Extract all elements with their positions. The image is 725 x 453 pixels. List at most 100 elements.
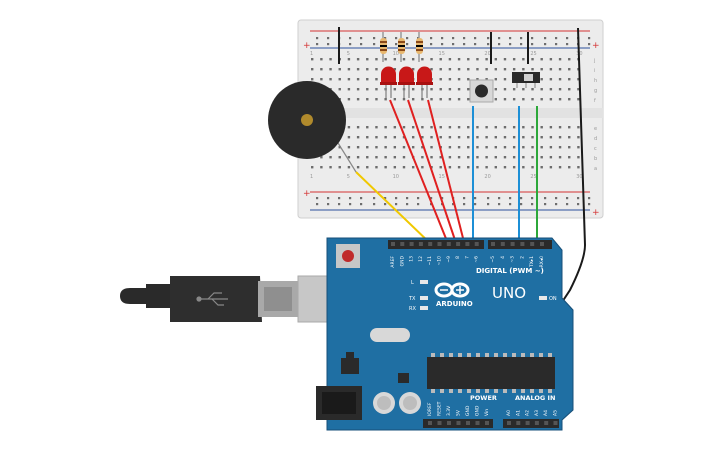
- header-pin: [485, 421, 489, 425]
- chip-pin: [530, 353, 534, 357]
- power-label: POWER: [470, 394, 497, 402]
- column-number: 20: [484, 174, 490, 180]
- terminal-hole: [485, 58, 488, 61]
- terminal-hole: [356, 156, 360, 159]
- terminal-hole: [430, 156, 433, 159]
- rail-hole: [316, 203, 319, 206]
- header-pin: [525, 421, 530, 425]
- terminal-hole: [356, 136, 360, 139]
- on-led: [539, 296, 547, 300]
- terminal-hole: [549, 156, 553, 159]
- terminal-hole: [347, 136, 351, 139]
- terminal-hole: [393, 166, 397, 169]
- rail-plus-label: +: [303, 41, 311, 51]
- terminal-hole: [522, 146, 525, 149]
- digital-header-left: [388, 240, 484, 249]
- reset-button[interactable]: [336, 244, 360, 268]
- terminal-hole: [356, 68, 360, 71]
- terminal-hole: [329, 156, 332, 159]
- terminal-hole: [494, 166, 497, 169]
- terminal-hole: [568, 136, 571, 139]
- row-letter: d: [594, 136, 597, 142]
- rail-hole: [360, 203, 363, 206]
- terminal-hole: [568, 88, 571, 91]
- terminal-hole: [411, 136, 415, 139]
- rail-hole: [487, 37, 490, 40]
- pin-label: ~10: [437, 256, 443, 266]
- terminal-hole: [540, 88, 543, 91]
- digital-label: DIGITAL (PWM ~): [476, 267, 544, 275]
- chip-pin: [485, 389, 489, 393]
- black-wire-ground-main: [477, 27, 587, 431]
- rail-hole: [406, 197, 409, 200]
- rail-hole: [384, 197, 387, 200]
- pin-label: 5V: [456, 409, 462, 416]
- terminal-hole: [366, 126, 369, 129]
- analog-label: ANALOG IN: [515, 394, 555, 402]
- red-led: [416, 66, 433, 98]
- rail-hole: [452, 43, 455, 46]
- slide-switch[interactable]: [512, 72, 540, 88]
- pin-label: ~11: [427, 256, 433, 266]
- terminal-hole: [375, 126, 378, 129]
- rail-hole: [588, 37, 591, 40]
- terminal-hole: [476, 126, 479, 129]
- yellow-wire: [355, 171, 434, 247]
- header-pin: [447, 421, 451, 425]
- row-letter: g: [594, 88, 597, 94]
- terminal-hole: [467, 98, 470, 101]
- column-number: 20: [484, 51, 490, 57]
- terminal-hole: [448, 88, 452, 91]
- terminal-hole: [485, 136, 488, 139]
- terminal-hole: [347, 58, 351, 61]
- resistor: [380, 32, 387, 62]
- terminal-hole: [568, 146, 571, 149]
- terminal-hole: [512, 58, 516, 61]
- column-number: 15: [439, 51, 445, 57]
- rail-hole: [430, 43, 433, 46]
- terminal-hole: [467, 136, 470, 139]
- terminal-hole: [522, 126, 525, 129]
- chip-pin: [521, 389, 525, 393]
- pin-label: AREF: [390, 256, 396, 268]
- column-number: 30: [576, 174, 582, 180]
- terminal-hole: [549, 88, 553, 91]
- rail-hole: [373, 197, 376, 200]
- rail-hole: [441, 197, 444, 200]
- column-number: 5: [347, 174, 350, 180]
- rail-hole: [509, 203, 512, 206]
- rail-hole: [384, 203, 387, 206]
- rail-hole: [327, 203, 330, 206]
- terminal-hole: [448, 146, 452, 149]
- terminal-hole: [393, 68, 397, 71]
- rail-hole: [327, 197, 330, 200]
- terminal-hole: [430, 136, 433, 139]
- terminal-hole: [421, 166, 424, 169]
- terminal-hole: [366, 166, 369, 169]
- terminal-hole: [338, 146, 341, 149]
- rail-hole: [338, 203, 341, 206]
- terminal-hole: [384, 156, 387, 159]
- terminal-hole: [411, 166, 415, 169]
- push-button[interactable]: [469, 79, 494, 103]
- terminal-hole: [421, 98, 424, 101]
- terminal-hole: [503, 166, 507, 169]
- pin-label: TX▸1: [529, 256, 535, 268]
- rail-hole: [349, 37, 352, 40]
- terminal-hole: [577, 98, 580, 101]
- terminal-hole: [512, 126, 516, 129]
- rail-hole: [474, 37, 477, 40]
- row-letter: b: [594, 156, 597, 162]
- terminal-hole: [503, 126, 507, 129]
- chip-pin: [503, 389, 507, 393]
- terminal-hole: [448, 98, 452, 101]
- terminal-hole: [402, 166, 406, 169]
- terminal-hole: [457, 98, 461, 101]
- chip-pin: [521, 353, 525, 357]
- terminal-hole: [540, 146, 543, 149]
- terminal-hole: [522, 68, 525, 71]
- terminal-hole: [558, 58, 562, 61]
- terminal-hole: [558, 68, 562, 71]
- terminal-hole: [448, 156, 452, 159]
